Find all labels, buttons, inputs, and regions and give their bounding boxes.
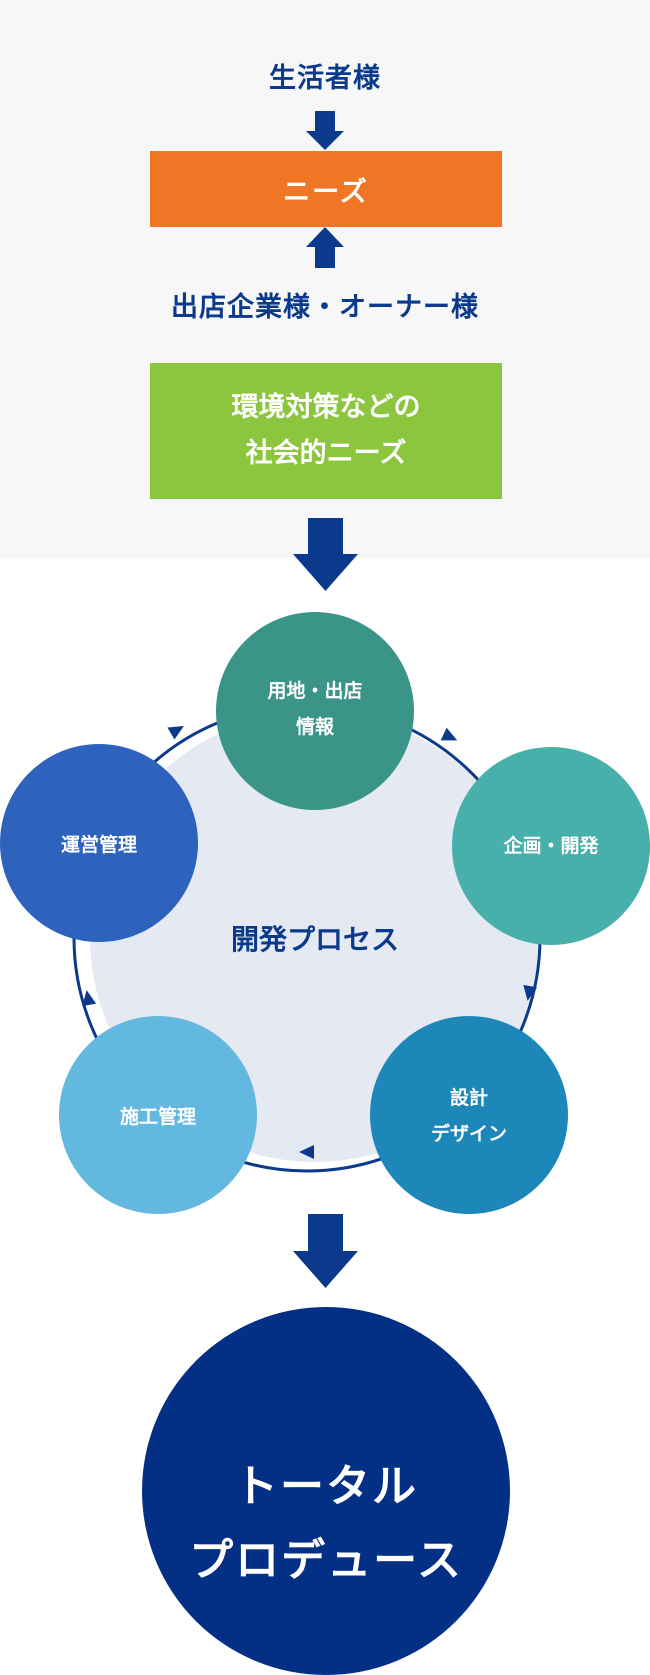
ring-arrow-5 — [167, 726, 184, 740]
step-circle-construction — [59, 1016, 257, 1214]
tenants-label: 出店企業様・オーナー様 — [171, 292, 479, 323]
step-label-construction-line-1: 施工管理 — [119, 1106, 197, 1128]
arrow-up-to-needs — [306, 227, 344, 268]
ring-arrow-1 — [440, 727, 458, 741]
ring-arrow-2 — [523, 984, 538, 1001]
step-label-site-info-line-2: 情報 — [295, 716, 335, 738]
step-label-design-line-1: 設計 — [449, 1087, 489, 1109]
needs-box: ニーズ — [150, 151, 502, 227]
result-label-line-1: トータル — [234, 1461, 418, 1512]
needs-label: ニーズ — [283, 176, 369, 208]
step-label-construction: 施工管理 — [120, 1099, 196, 1135]
arrow-down-to-process — [293, 518, 358, 591]
arrow-down-to-needs — [306, 111, 344, 150]
step-label-site-info: 用地・出店 情報 — [267, 673, 362, 745]
social-needs-line-2: 社会的ニーズ — [245, 438, 407, 469]
social-needs-line-1: 環境対策などの — [231, 392, 421, 423]
step-circle-operations — [0, 744, 198, 942]
ring-arrow-4 — [82, 990, 97, 1007]
ring-arrow-3 — [299, 1145, 314, 1159]
step-circle-site-info — [216, 612, 414, 810]
step-circle-design — [370, 1016, 568, 1214]
step-circle-planning — [452, 747, 650, 945]
step-label-operations: 運営管理 — [61, 827, 137, 863]
result-label: トータル プロデュース — [189, 1450, 463, 1598]
social-needs-box: 環境対策などの 社会的ニーズ — [150, 363, 502, 499]
step-label-design: 設計 デザイン — [431, 1080, 507, 1152]
step-label-operations-line-1: 運営管理 — [60, 834, 138, 856]
arrow-down-to-result — [293, 1214, 358, 1288]
process-center-label: 開発プロセス — [230, 923, 400, 956]
consumers-label: 生活者様 — [269, 63, 381, 94]
step-label-site-info-line-1: 用地・出店 — [267, 680, 363, 702]
result-circle — [142, 1307, 510, 1675]
step-label-planning: 企画・開発 — [503, 828, 598, 864]
step-label-planning-line-1: 企画・開発 — [503, 835, 599, 857]
result-label-line-2: プロデュース — [189, 1535, 463, 1586]
step-label-design-line-2: デザイン — [430, 1123, 508, 1145]
